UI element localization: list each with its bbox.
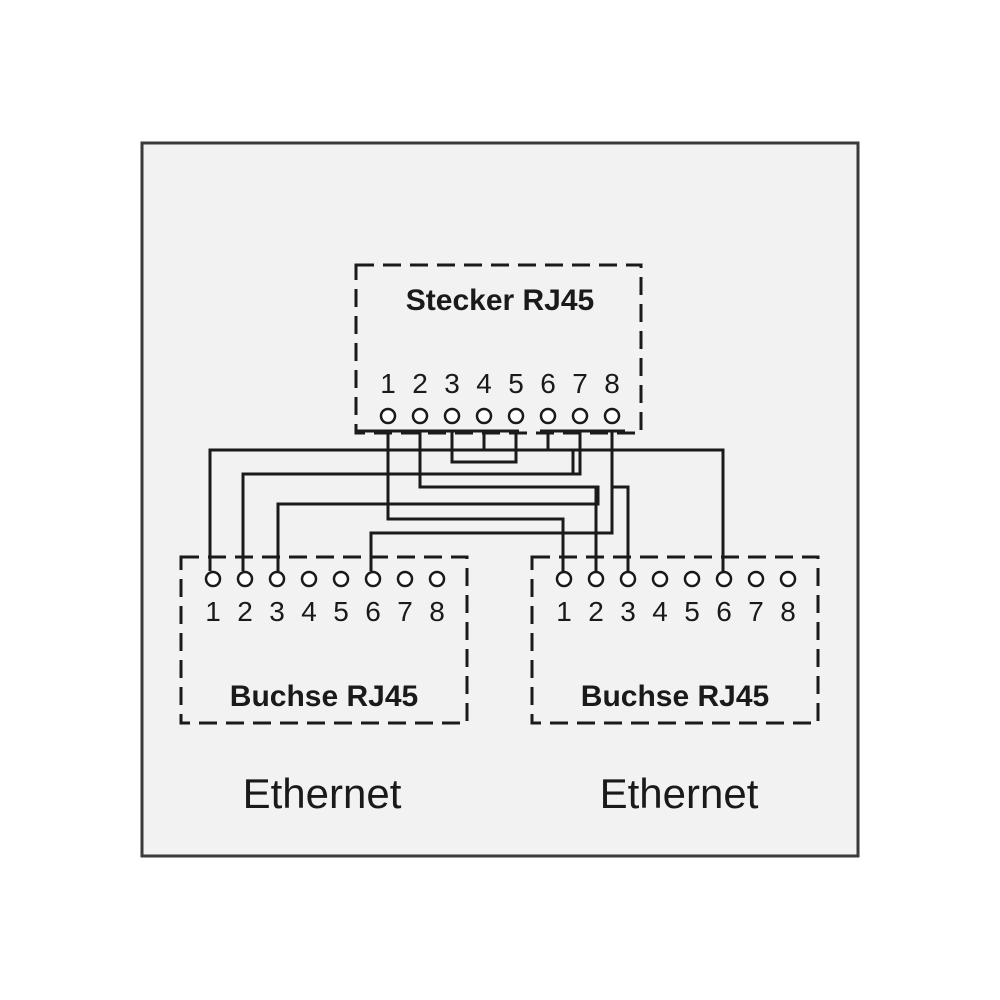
socket-left-pin-7 bbox=[396, 570, 414, 588]
socket-right-pin-label-8: 8 bbox=[780, 596, 796, 627]
plug-pin-2 bbox=[411, 407, 429, 425]
socket-right-title: Buchse RJ45 bbox=[581, 680, 769, 713]
plug-pin-1 bbox=[379, 407, 397, 425]
plug-pin-label-8: 8 bbox=[604, 368, 620, 399]
socket-left-pin-label-2: 2 bbox=[237, 596, 253, 627]
wire-plug2-left3 bbox=[276, 431, 600, 571]
socket-right-pin-label-2: 2 bbox=[588, 596, 604, 627]
socket-left-pin-label-6: 6 bbox=[365, 596, 381, 627]
socket-left-pin-5 bbox=[332, 570, 350, 588]
wire-plug8-right3 bbox=[610, 431, 630, 571]
socket-right-pin-label-5: 5 bbox=[684, 596, 700, 627]
plug-pin-label-4: 4 bbox=[476, 368, 492, 399]
wire-plug7-left1 bbox=[241, 431, 582, 571]
plug-pin-4 bbox=[475, 407, 493, 425]
socket-right-pin-7 bbox=[747, 570, 765, 588]
diagram-frame bbox=[140, 141, 860, 858]
socket-left-pin-label-3: 3 bbox=[269, 596, 285, 627]
wire-plug7-left2 bbox=[208, 448, 580, 571]
socket-right-pin-label-6: 6 bbox=[716, 596, 732, 627]
socket-left-pin-2 bbox=[236, 570, 254, 588]
socket-left-box bbox=[179, 555, 469, 725]
wiring-group bbox=[208, 431, 725, 571]
plug-pin-3 bbox=[443, 407, 461, 425]
socket-left-pin-label-7: 7 bbox=[397, 596, 413, 627]
socket-right-pin-3 bbox=[619, 570, 637, 588]
socket-right-box bbox=[530, 555, 820, 725]
plug-pin-label-2: 2 bbox=[412, 368, 428, 399]
socket-left-pin-3 bbox=[268, 570, 286, 588]
socket-right-pin-2 bbox=[587, 570, 605, 588]
socket-right-pin-label-3: 3 bbox=[620, 596, 636, 627]
plug-box bbox=[354, 263, 643, 435]
socket-right-pin-5 bbox=[683, 570, 701, 588]
plug-pin-label-6: 6 bbox=[540, 368, 556, 399]
socket-left-pin-6 bbox=[364, 570, 382, 588]
socket-left-pin-label-5: 5 bbox=[333, 596, 349, 627]
socket-right-pin-1 bbox=[555, 570, 573, 588]
socket-left-title: Buchse RJ45 bbox=[230, 680, 418, 713]
socket-left-pin-1 bbox=[204, 570, 222, 588]
socket-right-pin-4 bbox=[651, 570, 669, 588]
socket-right-caption: Ethernet bbox=[600, 770, 759, 817]
socket-left-pin-4 bbox=[300, 570, 318, 588]
socket-right-pin-label-7: 7 bbox=[748, 596, 764, 627]
socket-left-pin-label-8: 8 bbox=[429, 596, 445, 627]
wire-plug3-plug5-bridge bbox=[450, 431, 518, 464]
socket-left-pin-label-1: 1 bbox=[205, 596, 221, 627]
socket-right-pin-label-1: 1 bbox=[556, 596, 572, 627]
socket-left-pin-8 bbox=[428, 570, 446, 588]
plug-pin-8 bbox=[603, 407, 621, 425]
socket-left-pin-label-4: 4 bbox=[301, 596, 317, 627]
plug-pin-label-5: 5 bbox=[508, 368, 524, 399]
plug-pin-label-7: 7 bbox=[572, 368, 588, 399]
socket-right-pin-6 bbox=[715, 570, 733, 588]
plug-title: Stecker RJ45 bbox=[406, 284, 594, 317]
socket-right-pin-8 bbox=[779, 570, 797, 588]
plug-pin-6 bbox=[539, 407, 557, 425]
plug-pin-label-1: 1 bbox=[380, 368, 396, 399]
plug-pin-label-3: 3 bbox=[444, 368, 460, 399]
wire-plug6-right6 bbox=[546, 431, 725, 571]
socket-left-caption: Ethernet bbox=[243, 770, 402, 817]
plug-pin-5 bbox=[507, 407, 525, 425]
plug-pin-7 bbox=[571, 407, 589, 425]
socket-right-pin-label-4: 4 bbox=[652, 596, 668, 627]
